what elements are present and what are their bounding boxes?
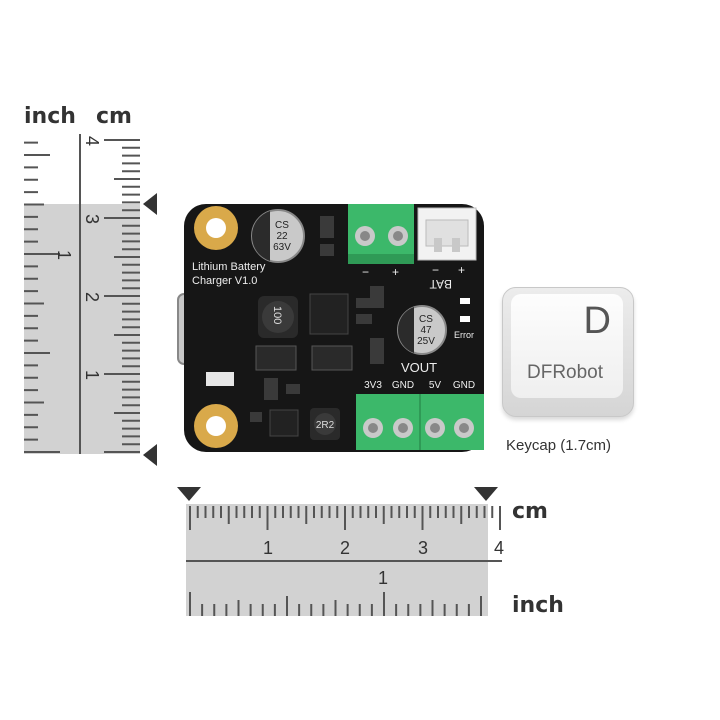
- bat-plus-2: +: [458, 263, 465, 277]
- ruler-horizontal-cm-label-2: 2: [340, 538, 350, 558]
- keycap-face: D DFRobot: [511, 294, 623, 398]
- capacitor-top-line1: CS: [275, 220, 289, 231]
- pin-label-gnd-2: GND: [453, 380, 475, 391]
- keycap-letter: D: [583, 300, 611, 342]
- led-error: [460, 316, 470, 322]
- mount-hole-top-left: [194, 206, 238, 250]
- led-charge: [460, 298, 470, 304]
- vout-label: VOUT: [401, 360, 437, 375]
- ruler-horizontal-inch-label-1: 1: [378, 568, 388, 588]
- ruler-horizontal-cm-label-3: 3: [418, 538, 428, 558]
- ruler-horizontal-cm-label-4: 4: [494, 538, 504, 558]
- ruler-horizontal-cm-label-1: 1: [263, 538, 273, 558]
- charger-board: CS 22 63V Lithium Battery Charger V1.0 −…: [177, 204, 484, 452]
- keycap: D DFRobot: [502, 287, 634, 417]
- ruler-vertical-cm-ticks: [104, 139, 140, 453]
- ruler-vertical-inch-ticks: [24, 141, 60, 453]
- pin-label-gnd-1: GND: [392, 380, 414, 391]
- inductor-small-label: 2R2: [316, 420, 335, 431]
- terminal-battery: [348, 204, 414, 264]
- jst-connector: [417, 207, 477, 261]
- error-label: Error: [454, 330, 474, 340]
- ruler-vertical-marker-bottom: [143, 444, 157, 466]
- capacitor-right: CS 47 25V: [397, 305, 447, 355]
- ruler-vertical-cm-label-3: 3: [82, 214, 102, 224]
- ruler-vertical: 4 3 2 1 1: [24, 134, 140, 454]
- inductor-main: 100: [258, 296, 298, 338]
- keycap-caption: Keycap (1.7cm): [506, 437, 612, 454]
- ruler-vertical-cm-label-2: 2: [82, 292, 102, 302]
- board-title-line2: Charger V1.0: [192, 275, 257, 287]
- capacitor-top: CS 22 63V: [251, 209, 305, 263]
- mount-hole-bottom-left: [194, 404, 238, 448]
- capacitor-right-line1: CS: [419, 314, 433, 325]
- inductor-main-label: 100: [271, 306, 283, 324]
- ruler-vertical-unit-inch: inch: [24, 104, 76, 129]
- capacitor-top-line2: 22: [276, 231, 288, 242]
- capacitor-top-line3: 63V: [273, 242, 291, 253]
- ruler-vertical-cm-label-1: 1: [82, 370, 102, 380]
- ruler-horizontal-marker-right: [474, 487, 498, 501]
- bat-label: BAT: [429, 277, 452, 291]
- ruler-vertical-cm-label-4: 4: [82, 136, 102, 146]
- bat-plus: +: [392, 265, 399, 279]
- bat-minus: −: [362, 265, 369, 279]
- ruler-horizontal-inch-ticks: [189, 592, 482, 616]
- ruler-vertical-unit-cm: cm: [96, 104, 132, 129]
- ruler-horizontal-unit-inch: inch: [512, 593, 564, 618]
- capacitor-right-line2: 47: [420, 325, 432, 336]
- inductor-small: 2R2: [310, 408, 340, 440]
- pin-label-5v: 5V: [429, 380, 442, 391]
- keycap-brand: DFRobot: [527, 362, 604, 383]
- ic-chip: [309, 293, 349, 335]
- pin-label-3v3: 3V3: [364, 380, 382, 391]
- ruler-horizontal-cm-ticks: [189, 506, 501, 530]
- ruler-horizontal: 1 2 3 4 1: [186, 504, 504, 616]
- terminal-output: [356, 394, 484, 450]
- board-title-line1: Lithium Battery: [192, 261, 266, 273]
- ruler-vertical-marker-top: [143, 193, 157, 215]
- ruler-vertical-inch-label-1: 1: [54, 250, 74, 260]
- ruler-horizontal-marker-left: [177, 487, 201, 501]
- capacitor-right-line3: 25V: [417, 336, 435, 347]
- ruler-horizontal-unit-cm: cm: [512, 499, 548, 524]
- bat-minus-2: −: [432, 263, 439, 277]
